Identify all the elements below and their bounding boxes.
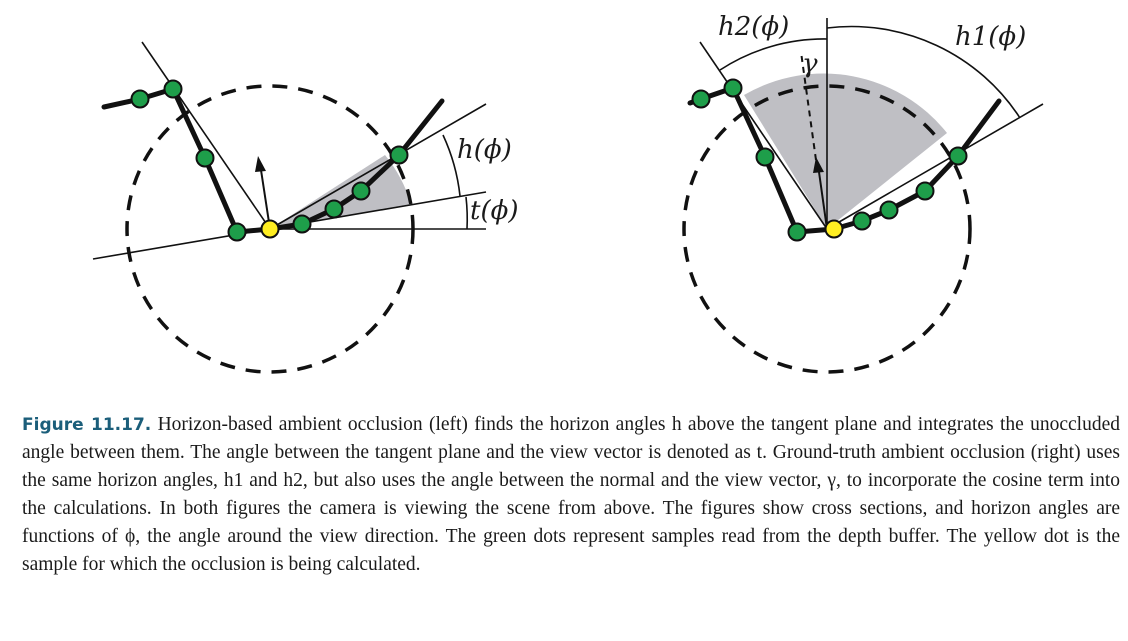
- normal-arrow: [255, 156, 271, 230]
- horizon-line-left: [141, 41, 271, 230]
- t-angle-arc: [465, 196, 469, 230]
- unoccluded-wedge: [270, 155, 411, 229]
- h-angle-arc: [442, 134, 461, 197]
- caption-text: Horizon-based ambient occlusion (left) f…: [22, 414, 1120, 575]
- center-sample: [824, 219, 844, 239]
- h2-label: h2(ϕ): [718, 12, 789, 42]
- h1-label: h1(ϕ): [955, 22, 1026, 52]
- t-label: t(ϕ): [470, 196, 518, 226]
- horizon-line-right: [269, 103, 487, 230]
- normal-arrow: [813, 157, 828, 230]
- right-diagram: h1(ϕ) h2(ϕ) γ: [682, 12, 1044, 374]
- gamma-dashed-line: [800, 51, 817, 161]
- unoccluded-sector: [744, 73, 947, 229]
- h1-angle-arc: [826, 25, 1021, 119]
- h2-angle-arc: [719, 38, 828, 71]
- depth-samples: [130, 79, 409, 242]
- horizon-line-left: [699, 41, 828, 230]
- left-diagram: h(ϕ) t(ϕ): [92, 41, 518, 374]
- horizon-line-right: [826, 103, 1044, 230]
- gamma-label: γ: [802, 49, 818, 79]
- center-sample: [260, 219, 280, 239]
- figure-label: Figure 11.17.: [22, 415, 152, 435]
- depth-samples: [691, 78, 968, 242]
- figure-caption: Figure 11.17. Horizon-based ambient occl…: [22, 411, 1120, 579]
- sample-radius-circle: [682, 84, 972, 374]
- h-label: h(ϕ): [457, 135, 512, 165]
